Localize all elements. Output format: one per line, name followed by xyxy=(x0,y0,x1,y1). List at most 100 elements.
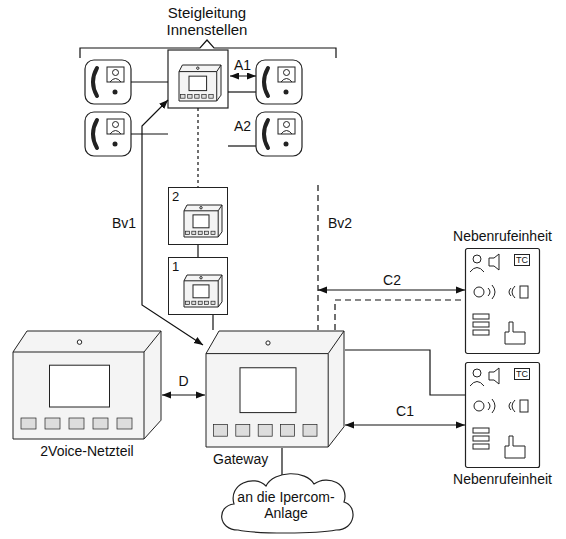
din-module xyxy=(184,275,222,307)
indoor-station xyxy=(85,112,131,156)
indoor-station xyxy=(256,112,302,156)
station-wire xyxy=(228,91,256,92)
icon-text: TC xyxy=(514,254,530,266)
panel-housing xyxy=(466,249,540,354)
connector xyxy=(212,315,213,330)
distributor-frame xyxy=(168,50,228,108)
dimension-label: C2 xyxy=(381,272,403,288)
module-terminal xyxy=(45,418,60,429)
module-housing xyxy=(13,331,161,439)
screen-shoulders xyxy=(110,131,121,135)
network-cloud: an die Ipercom-Anlage xyxy=(216,468,356,534)
callout-number: 1 xyxy=(172,259,179,275)
screen-face xyxy=(113,122,119,128)
hand-icon xyxy=(505,322,525,344)
sound-waves xyxy=(509,286,515,298)
distributor-module: 1 xyxy=(168,257,228,315)
screen-shoulders xyxy=(281,131,292,135)
dimension-label: A2 xyxy=(232,118,253,134)
connector xyxy=(345,424,465,425)
gateway-module: Gateway xyxy=(205,330,345,448)
connector xyxy=(345,350,465,395)
module-terminal xyxy=(188,94,192,98)
station-housing xyxy=(256,60,302,104)
screen xyxy=(278,67,295,82)
station-housing xyxy=(256,112,302,156)
riser-dashed xyxy=(197,108,198,187)
riser-dashed xyxy=(317,185,318,330)
camera-icon xyxy=(470,268,484,273)
speaker-icon xyxy=(489,368,499,384)
device-label: Nebenrufeinheit xyxy=(453,471,552,487)
module-terminal xyxy=(192,231,196,234)
loudspeaker-icon xyxy=(520,400,528,412)
call-button xyxy=(473,314,489,319)
module-terminal xyxy=(211,301,215,304)
module-led xyxy=(266,341,270,345)
module-cover xyxy=(240,368,296,413)
screen-face xyxy=(284,122,290,128)
voice-waves xyxy=(488,285,495,299)
call-button xyxy=(473,444,489,449)
module-led xyxy=(197,67,199,69)
module-terminal xyxy=(185,231,189,234)
module-terminal xyxy=(202,94,206,98)
device-label: Gateway xyxy=(213,451,268,467)
hand-icon xyxy=(505,436,525,458)
connector-label: D xyxy=(176,373,190,389)
icon-text: TC xyxy=(514,368,530,380)
connector xyxy=(197,245,198,257)
module-terminal xyxy=(198,231,202,234)
module-housing xyxy=(206,331,344,447)
device-label: an die Ipercom-Anlage xyxy=(232,489,340,521)
loudspeaker-icon xyxy=(520,286,528,298)
dimension-label: Bv1 xyxy=(110,215,138,231)
module-led xyxy=(200,207,202,209)
dimension-label: Bv2 xyxy=(326,215,354,231)
camera-icon xyxy=(470,382,484,387)
module-led xyxy=(77,340,82,345)
din-module xyxy=(13,331,161,439)
module-terminal xyxy=(211,231,215,234)
dimension-arrow xyxy=(318,289,465,290)
module-terminal xyxy=(69,418,84,429)
screen-face xyxy=(113,70,119,76)
distributor-module: 2 xyxy=(168,187,228,245)
node-illustration xyxy=(205,330,345,448)
station-wire xyxy=(131,133,168,134)
call-button xyxy=(473,428,489,433)
speaker-icon xyxy=(489,254,499,270)
handset xyxy=(93,120,97,148)
station-housing xyxy=(85,60,131,104)
call-button xyxy=(473,330,489,335)
module-led xyxy=(200,277,202,279)
module-cover xyxy=(50,365,110,407)
voice-icon xyxy=(474,401,484,411)
group-bracket xyxy=(80,40,336,58)
module-terminal xyxy=(21,418,36,429)
din-module xyxy=(184,205,222,237)
module-terminal xyxy=(198,301,202,304)
screen-shoulders xyxy=(110,79,121,83)
connector xyxy=(162,394,205,395)
module-terminal xyxy=(236,424,250,436)
dimension-arrow xyxy=(230,76,256,77)
module-cover xyxy=(189,76,207,90)
call-button xyxy=(473,322,489,327)
camera-icon xyxy=(473,255,481,263)
module-housing xyxy=(179,65,221,101)
camera-icon xyxy=(473,369,481,377)
module-terminal xyxy=(258,424,272,436)
group-heading: Steigleitung Innenstellen xyxy=(143,4,271,38)
module-edges xyxy=(13,331,161,439)
module-housing xyxy=(184,205,222,237)
module-terminal xyxy=(281,424,295,436)
screen-shoulders xyxy=(281,79,292,83)
station-housing xyxy=(85,112,131,156)
module-edges xyxy=(184,275,222,307)
voice-waves xyxy=(488,399,495,413)
module-terminal xyxy=(195,94,199,98)
station-button xyxy=(113,90,118,95)
dimension-label: A1 xyxy=(232,57,253,73)
connector xyxy=(335,300,465,330)
